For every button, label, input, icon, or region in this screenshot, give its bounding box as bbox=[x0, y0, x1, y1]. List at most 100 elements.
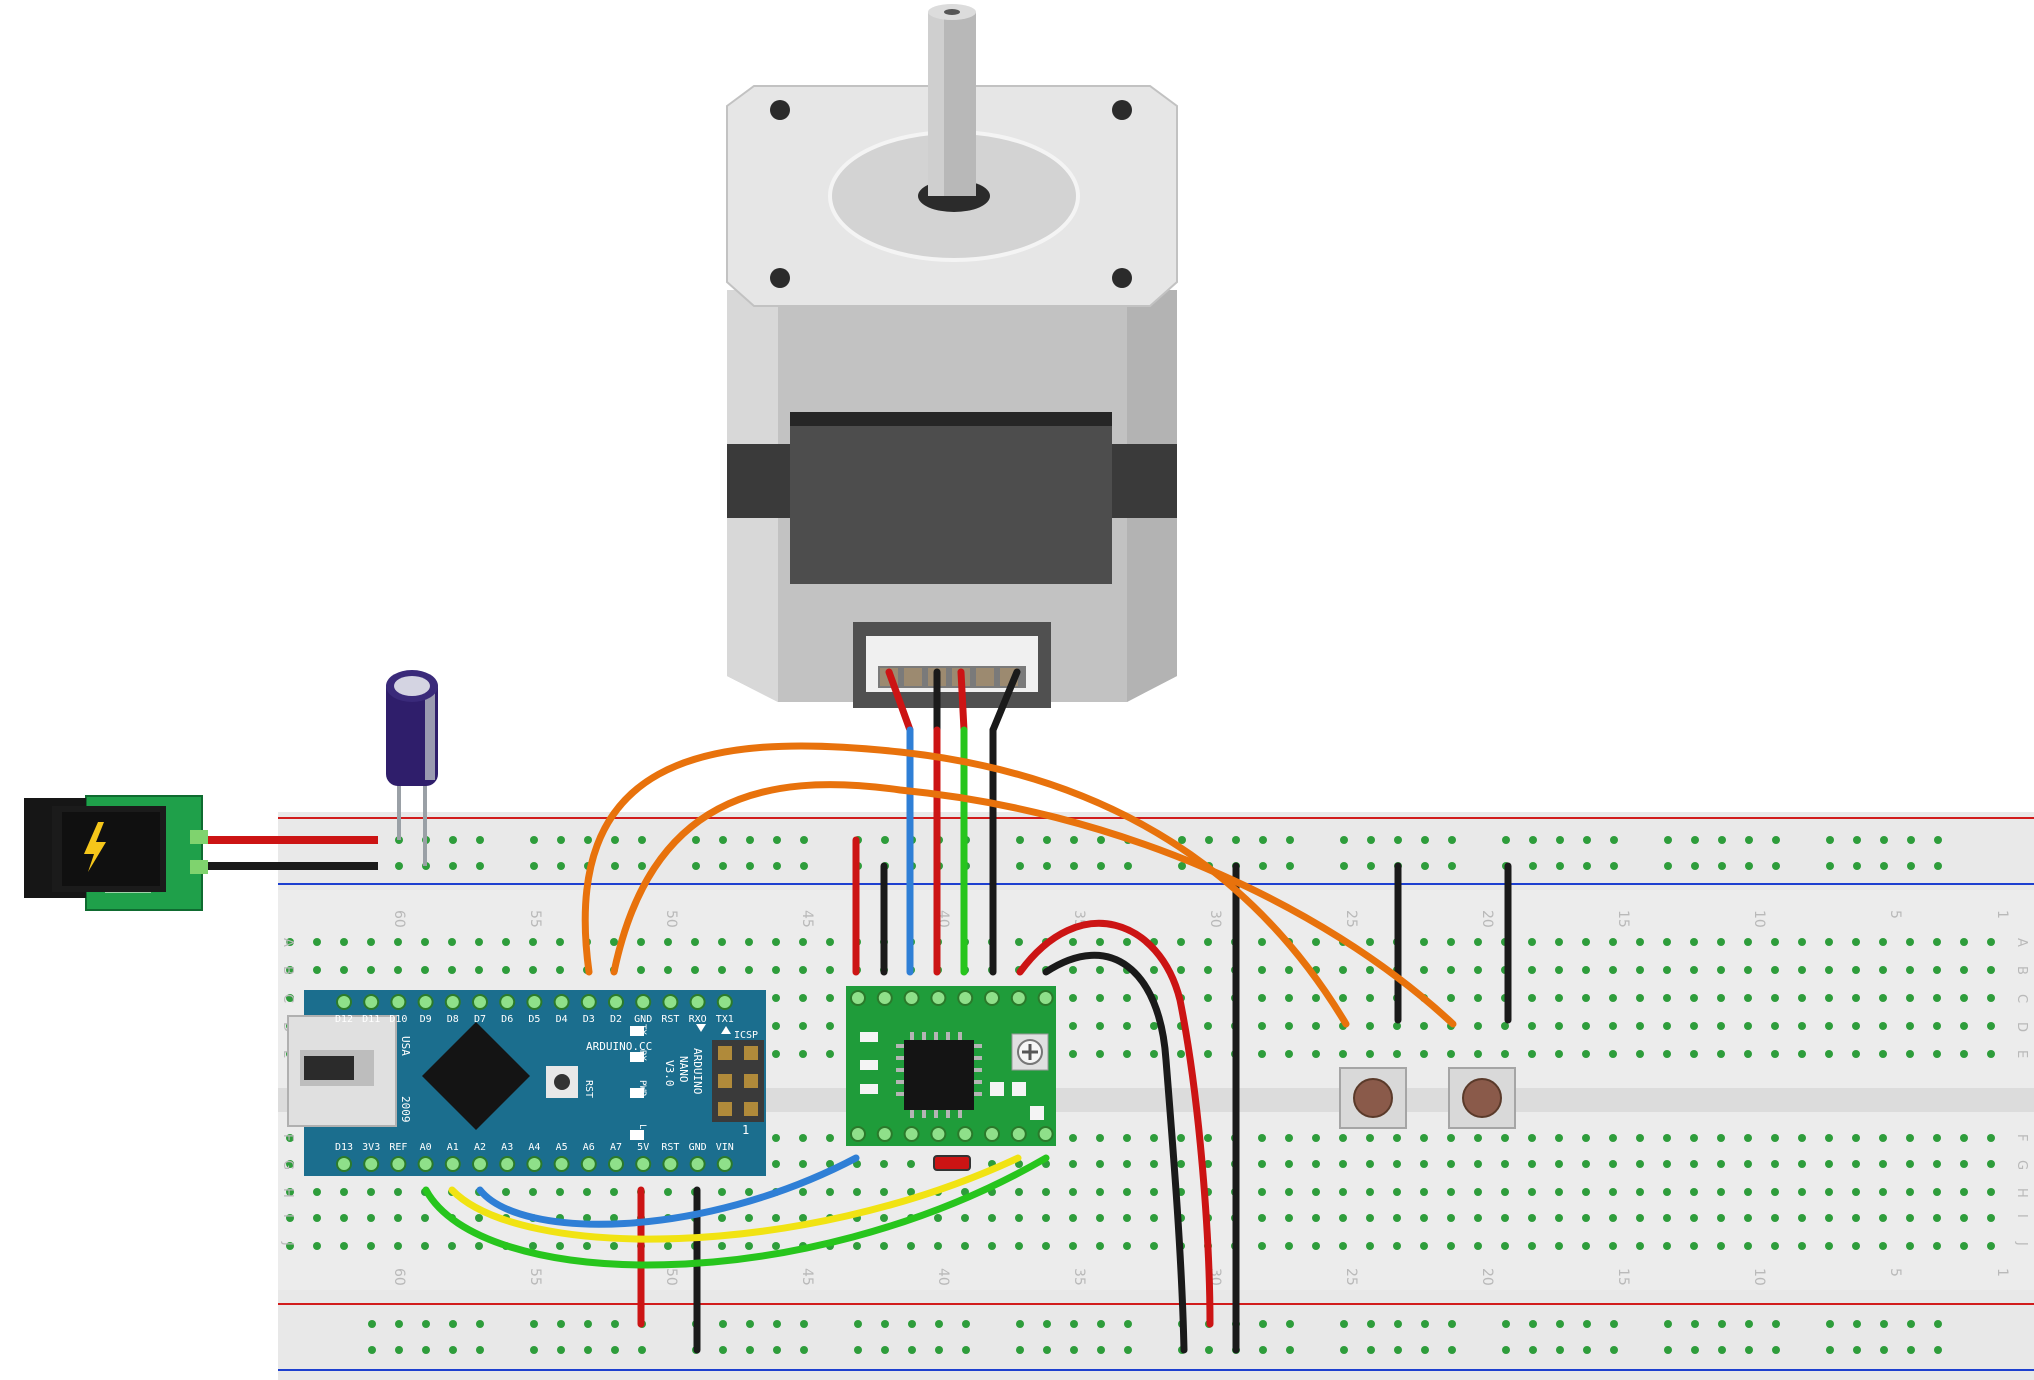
breadboard-hole[interactable] bbox=[529, 966, 537, 974]
rail-hole[interactable] bbox=[557, 836, 565, 844]
breadboard-hole[interactable] bbox=[1744, 938, 1752, 946]
breadboard-hole[interactable] bbox=[1825, 938, 1833, 946]
breadboard-hole[interactable] bbox=[1285, 1134, 1293, 1142]
rail-hole[interactable] bbox=[1691, 862, 1699, 870]
rail-hole[interactable] bbox=[962, 1320, 970, 1328]
breadboard-hole[interactable] bbox=[1393, 1134, 1401, 1142]
rail-hole[interactable] bbox=[1583, 1346, 1591, 1354]
rail-hole[interactable] bbox=[1448, 1346, 1456, 1354]
breadboard-hole[interactable] bbox=[1150, 1134, 1158, 1142]
breadboard-hole[interactable] bbox=[1879, 1134, 1887, 1142]
breadboard-hole[interactable] bbox=[1960, 938, 1968, 946]
breadboard-hole[interactable] bbox=[1474, 1188, 1482, 1196]
pushbutton-right[interactable] bbox=[1448, 1067, 1516, 1129]
rail-hole[interactable] bbox=[1367, 1346, 1375, 1354]
rail-hole[interactable] bbox=[1772, 1346, 1780, 1354]
rail-hole[interactable] bbox=[1286, 1320, 1294, 1328]
breadboard-hole[interactable] bbox=[1123, 1242, 1131, 1250]
breadboard-hole[interactable] bbox=[1852, 1160, 1860, 1168]
rail-hole[interactable] bbox=[1016, 1320, 1024, 1328]
breadboard-hole[interactable] bbox=[1420, 1050, 1428, 1058]
breadboard-hole[interactable] bbox=[772, 1022, 780, 1030]
rail-hole[interactable] bbox=[908, 1346, 916, 1354]
rail-hole[interactable] bbox=[1907, 1320, 1915, 1328]
breadboard-hole[interactable] bbox=[718, 938, 726, 946]
rail-hole[interactable] bbox=[1259, 1346, 1267, 1354]
breadboard-hole[interactable] bbox=[1825, 966, 1833, 974]
breadboard-hole[interactable] bbox=[637, 966, 645, 974]
breadboard-hole[interactable] bbox=[1960, 1050, 1968, 1058]
rail-hole[interactable] bbox=[1529, 836, 1537, 844]
breadboard-hole[interactable] bbox=[1555, 1022, 1563, 1030]
breadboard-hole[interactable] bbox=[1096, 1160, 1104, 1168]
breadboard-hole[interactable] bbox=[529, 1242, 537, 1250]
breadboard-hole[interactable] bbox=[799, 1214, 807, 1222]
breadboard-hole[interactable] bbox=[1717, 1134, 1725, 1142]
rail-hole[interactable] bbox=[1853, 1320, 1861, 1328]
breadboard-hole[interactable] bbox=[1420, 1188, 1428, 1196]
breadboard-hole[interactable] bbox=[1474, 994, 1482, 1002]
breadboard-hole[interactable] bbox=[1852, 1242, 1860, 1250]
breadboard-hole[interactable] bbox=[1825, 1050, 1833, 1058]
breadboard-hole[interactable] bbox=[1960, 1022, 1968, 1030]
breadboard-hole[interactable] bbox=[1825, 1188, 1833, 1196]
breadboard-hole[interactable] bbox=[961, 1214, 969, 1222]
breadboard-hole[interactable] bbox=[1609, 966, 1617, 974]
rail-hole[interactable] bbox=[1043, 1346, 1051, 1354]
breadboard-hole[interactable] bbox=[1285, 1242, 1293, 1250]
breadboard-hole[interactable] bbox=[421, 1242, 429, 1250]
breadboard-hole[interactable] bbox=[745, 938, 753, 946]
breadboard-hole[interactable] bbox=[313, 1214, 321, 1222]
breadboard-hole[interactable] bbox=[394, 938, 402, 946]
rail-hole[interactable] bbox=[1097, 1320, 1105, 1328]
breadboard-hole[interactable] bbox=[1879, 1188, 1887, 1196]
breadboard-hole[interactable] bbox=[1096, 994, 1104, 1002]
breadboard-hole[interactable] bbox=[1096, 1050, 1104, 1058]
rail-hole[interactable] bbox=[746, 1320, 754, 1328]
rail-hole[interactable] bbox=[1529, 862, 1537, 870]
breadboard-hole[interactable] bbox=[745, 966, 753, 974]
breadboard-hole[interactable] bbox=[1339, 1134, 1347, 1142]
breadboard-hole[interactable] bbox=[799, 938, 807, 946]
rail-hole[interactable] bbox=[719, 1346, 727, 1354]
breadboard-hole[interactable] bbox=[1690, 1160, 1698, 1168]
rail-hole[interactable] bbox=[1286, 1346, 1294, 1354]
breadboard-hole[interactable] bbox=[1879, 938, 1887, 946]
breadboard-hole[interactable] bbox=[502, 1188, 510, 1196]
breadboard-hole[interactable] bbox=[1663, 966, 1671, 974]
breadboard-hole[interactable] bbox=[1366, 1022, 1374, 1030]
breadboard-hole[interactable] bbox=[1690, 938, 1698, 946]
breadboard-hole[interactable] bbox=[1501, 1022, 1509, 1030]
breadboard-hole[interactable] bbox=[1555, 1050, 1563, 1058]
breadboard-hole[interactable] bbox=[556, 938, 564, 946]
rail-hole[interactable] bbox=[773, 836, 781, 844]
breadboard-hole[interactable] bbox=[1420, 1214, 1428, 1222]
breadboard-hole[interactable] bbox=[1312, 1134, 1320, 1142]
rail-hole[interactable] bbox=[530, 836, 538, 844]
breadboard-hole[interactable] bbox=[502, 966, 510, 974]
breadboard-hole[interactable] bbox=[1528, 1242, 1536, 1250]
breadboard-hole[interactable] bbox=[1474, 966, 1482, 974]
breadboard-hole[interactable] bbox=[1825, 1022, 1833, 1030]
rail-hole[interactable] bbox=[1502, 1320, 1510, 1328]
breadboard-hole[interactable] bbox=[1096, 1214, 1104, 1222]
breadboard-hole[interactable] bbox=[1555, 1160, 1563, 1168]
breadboard-hole[interactable] bbox=[1852, 1214, 1860, 1222]
rail-hole[interactable] bbox=[1745, 836, 1753, 844]
breadboard-hole[interactable] bbox=[1690, 1188, 1698, 1196]
rail-hole[interactable] bbox=[1286, 836, 1294, 844]
rail-hole[interactable] bbox=[1556, 836, 1564, 844]
breadboard-hole[interactable] bbox=[367, 966, 375, 974]
breadboard-hole[interactable] bbox=[1339, 1188, 1347, 1196]
breadboard-hole[interactable] bbox=[1987, 1022, 1995, 1030]
breadboard-hole[interactable] bbox=[1852, 1050, 1860, 1058]
breadboard-hole[interactable] bbox=[1123, 1160, 1131, 1168]
breadboard-hole[interactable] bbox=[1096, 938, 1104, 946]
breadboard-hole[interactable] bbox=[880, 1242, 888, 1250]
breadboard-hole[interactable] bbox=[1960, 966, 1968, 974]
breadboard-hole[interactable] bbox=[502, 938, 510, 946]
breadboard-hole[interactable] bbox=[1798, 1050, 1806, 1058]
breadboard-hole[interactable] bbox=[1717, 938, 1725, 946]
rail-hole[interactable] bbox=[1664, 836, 1672, 844]
breadboard-hole[interactable] bbox=[1339, 966, 1347, 974]
